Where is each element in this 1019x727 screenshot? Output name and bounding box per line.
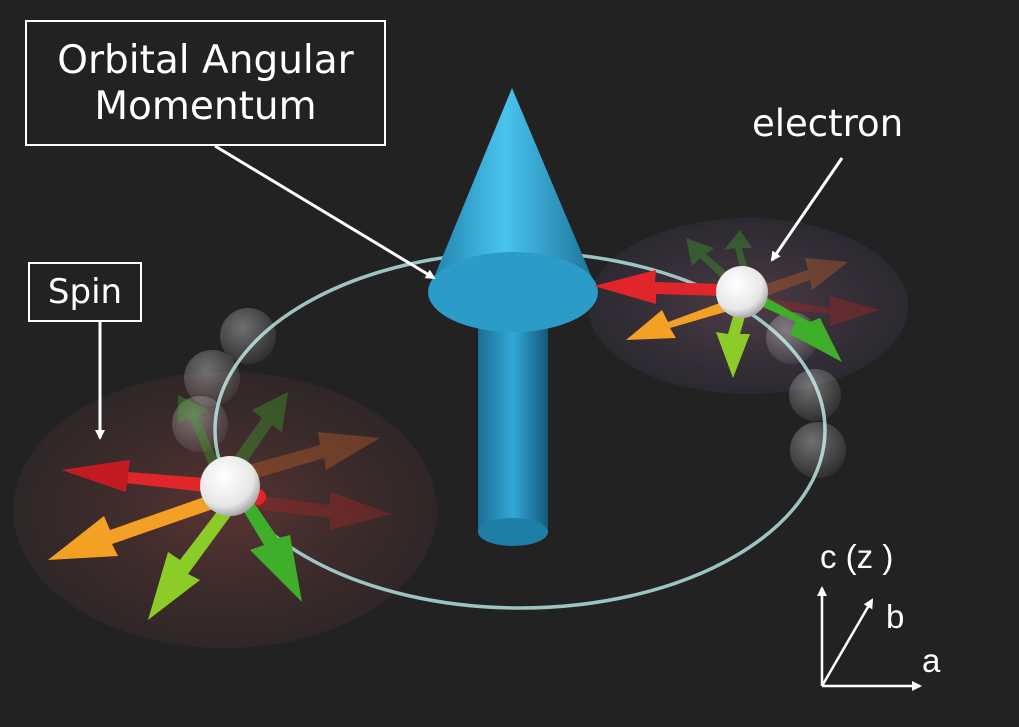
- left-electron: [200, 456, 260, 516]
- axis-b-label: b: [886, 598, 905, 635]
- orbital-angular-momentum-arrow: [428, 88, 598, 546]
- arrow-shaft: [478, 320, 548, 542]
- axis-b: [820, 598, 874, 687]
- spin-label-text: Spin: [47, 272, 123, 312]
- spin-label: Spin: [28, 262, 142, 322]
- axis-c-label: c (z ): [820, 538, 894, 575]
- electron-pointer-line: [770, 157, 844, 262]
- orbital-label-line2: Momentum: [94, 84, 317, 129]
- orbital-label-line1: Orbital Angular: [57, 38, 354, 83]
- axis-a-label: a: [922, 642, 941, 679]
- ghost-spin-arrows-left: [178, 392, 392, 530]
- orbital-pointer-line: [214, 144, 436, 280]
- electron-label: electron: [752, 102, 904, 145]
- right-electron-spin-arrows: [594, 270, 842, 378]
- coordinate-axes: [817, 586, 922, 691]
- left-electron-spin-arrows: [48, 460, 302, 620]
- orbital-angular-momentum-label: Orbital Angular Momentum: [25, 20, 386, 146]
- right-electron: [716, 266, 768, 318]
